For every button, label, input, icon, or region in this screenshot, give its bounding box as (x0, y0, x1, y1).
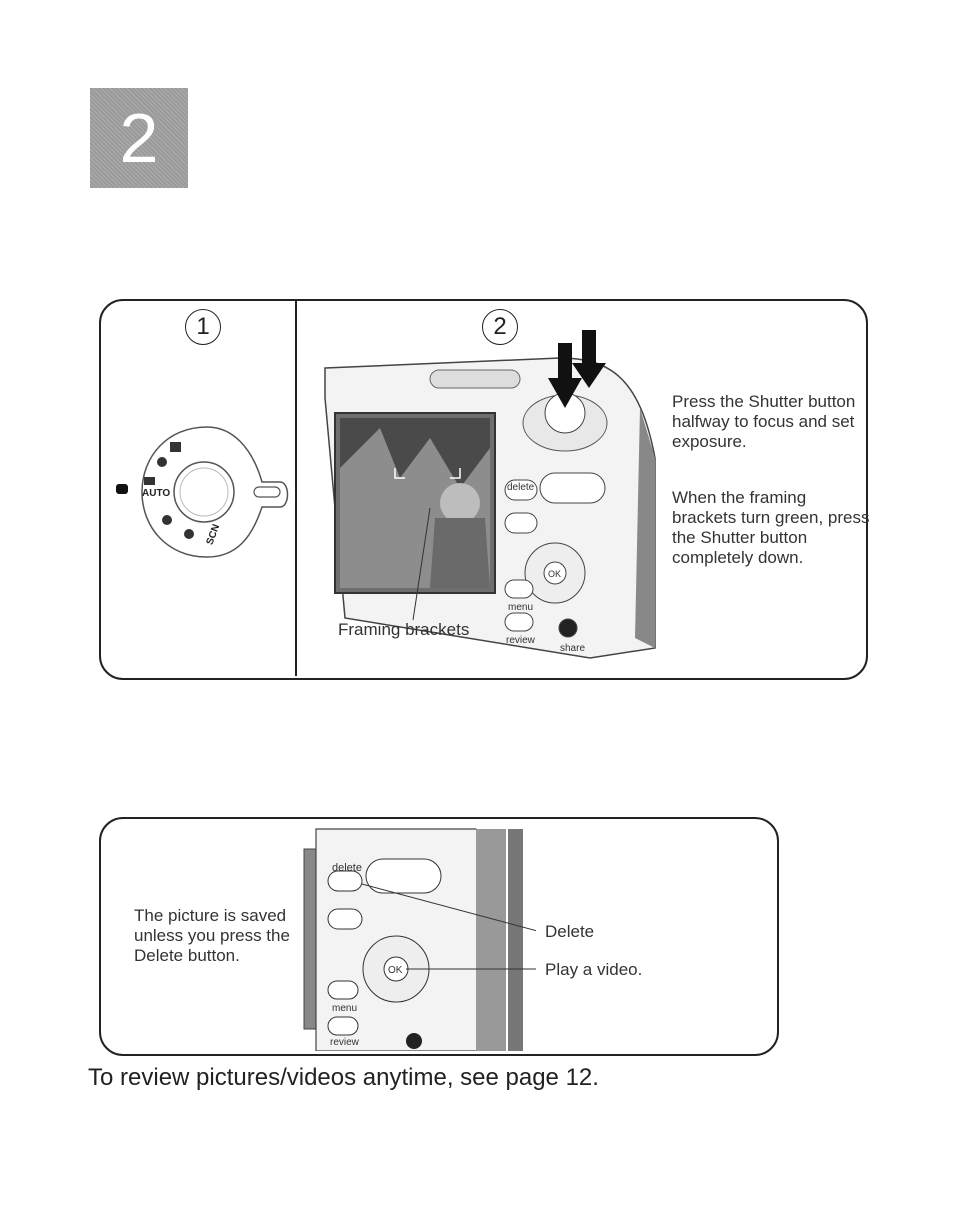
framing-brackets-callout: Framing brackets (338, 620, 470, 639)
instruction-line: brackets turn green, press (672, 508, 870, 527)
zoom-button[interactable] (365, 858, 442, 894)
share-button-label: share (560, 643, 585, 654)
flash-info-button[interactable] (504, 512, 538, 534)
note-line: unless you press the (134, 926, 290, 945)
shutter-instruction-2: When the framing brackets turn green, pr… (672, 488, 869, 568)
review-button[interactable] (327, 1016, 359, 1036)
dial-icon-sport (184, 529, 194, 539)
note-line: The picture is saved (134, 906, 287, 925)
framing-callout-leader (412, 507, 431, 621)
instruction-line: exposure. (672, 432, 747, 451)
review-button-label: review (506, 635, 536, 646)
dial-label-auto: AUTO (142, 488, 170, 499)
delete-callout: Delete (545, 922, 595, 941)
instruction-line: the Shutter button (672, 528, 808, 547)
review-button-label: review (330, 1037, 360, 1048)
instruction-line: completely down. (672, 548, 804, 567)
ok-button[interactable] (543, 561, 567, 585)
delete-button-label: delete (332, 862, 362, 874)
dial-icon-camera (144, 477, 155, 485)
panel-divider (295, 301, 297, 676)
note-line: Delete button. (134, 946, 240, 965)
camera-controls-closeup: delete OK menu review (303, 828, 536, 1051)
instruction-line: Press the Shutter button (672, 392, 856, 411)
share-button[interactable] (406, 1033, 422, 1049)
dial-indicator-mark (116, 484, 128, 494)
menu-button-label: menu (332, 1003, 357, 1014)
menu-button[interactable] (327, 980, 359, 1000)
ok-button-label: OK (548, 569, 561, 579)
review-anytime-footnote: To review pictures/videos anytime, see p… (88, 1064, 599, 1091)
camera-back-illustration: delete OK menu review share (324, 330, 656, 659)
delete-button[interactable] (504, 479, 538, 501)
delete-callout-leader (361, 883, 536, 932)
dial-icon-portrait (170, 442, 181, 452)
delete-button-label: delete (507, 482, 535, 493)
zoom-button[interactable] (539, 472, 606, 504)
framing-bracket-marks (394, 468, 461, 479)
delete-button[interactable] (327, 870, 363, 892)
dial-icon-flower (162, 515, 172, 525)
instruction-line: halfway to focus and set (672, 412, 855, 431)
review-button[interactable] (504, 612, 534, 632)
ok-button-label: OK (388, 965, 403, 976)
play-video-callout: Play a video. (545, 960, 643, 979)
press-arrow-1 (548, 343, 582, 408)
menu-button-label: menu (508, 602, 533, 613)
menu-button[interactable] (504, 579, 534, 599)
flash-info-button[interactable] (327, 908, 363, 930)
chapter-number-badge: 2 (90, 88, 188, 188)
instruction-line: When the framing (672, 488, 807, 507)
press-arrow-2 (572, 330, 606, 388)
share-button[interactable] (558, 618, 578, 638)
step-2-marker: 2 (482, 309, 518, 345)
shutter-instruction-1: Press the Shutter button halfway to focu… (672, 392, 855, 452)
mode-dial-illustration: AUTO SCN (116, 426, 289, 558)
step-1-marker: 1 (185, 309, 221, 345)
dial-icon-video (157, 457, 167, 467)
picture-saved-note: The picture is saved unless you press th… (134, 906, 290, 966)
